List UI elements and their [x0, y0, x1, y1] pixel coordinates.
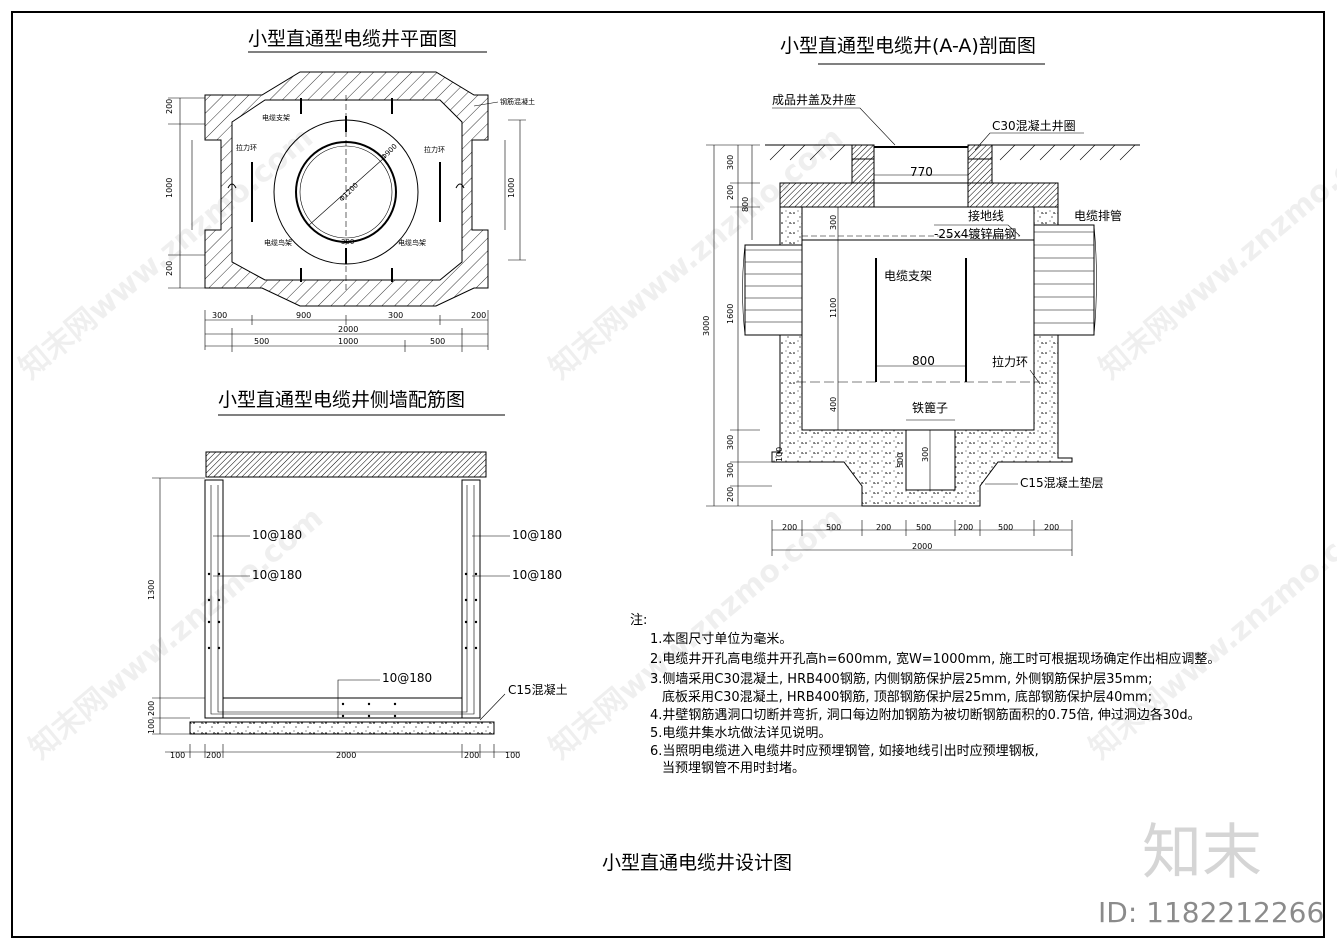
svg-text:300: 300 — [726, 463, 735, 478]
svg-text:900: 900 — [296, 311, 311, 320]
svg-text:1600: 1600 — [726, 304, 735, 324]
svg-text:底板采用C30混凝土, HRB400钢筋, 顶部钢筋保护层2: 底板采用C30混凝土, HRB400钢筋, 顶部钢筋保护层25mm, 底部钢筋保… — [662, 689, 1152, 705]
svg-text:500: 500 — [826, 523, 841, 532]
svg-text:接地线: 接地线 — [968, 208, 1004, 223]
svg-text:6.当照明电缆进入电缆井时应预埋钢管, 如接地线引出时应预埋: 6.当照明电缆进入电缆井时应预埋钢管, 如接地线引出时应预埋钢板, — [650, 743, 1039, 759]
svg-text:知末网www.znzmo.com: 知末网www.znzmo.com — [1093, 120, 1337, 386]
plan-title: 小型直通型电缆井平面图 — [248, 28, 457, 50]
svg-text:钢筋混凝土: 钢筋混凝土 — [500, 97, 535, 106]
svg-text:5.电缆井集水坑做法详见说明。: 5.电缆井集水坑做法详见说明。 — [650, 725, 831, 741]
svg-text:电缆鸟架: 电缆鸟架 — [398, 238, 426, 247]
svg-text:2000: 2000 — [338, 325, 358, 334]
svg-text:300: 300 — [726, 435, 735, 450]
svg-text:10@180: 10@180 — [512, 568, 562, 582]
svg-text:100: 100 — [505, 751, 520, 760]
svg-text:知末网www.znzmo.com: 知末网www.znzmo.com — [543, 120, 850, 386]
svg-text:500: 500 — [916, 523, 931, 532]
svg-text:100: 100 — [147, 719, 156, 734]
svg-text:200: 200 — [471, 311, 486, 320]
svg-text:200: 200 — [206, 751, 221, 760]
svg-text:200: 200 — [165, 261, 174, 276]
svg-text:注:: 注: — [630, 613, 647, 628]
svg-text:铁篦子: 铁篦子 — [912, 400, 948, 415]
svg-text:当预埋钢管不用时封堵。: 当预埋钢管不用时封堵。 — [662, 761, 805, 776]
svg-text:200: 200 — [165, 99, 174, 114]
svg-text:200: 200 — [782, 523, 797, 532]
svg-text:500: 500 — [254, 337, 269, 346]
plan-view: 小型直通型电缆井平面图 钢筋混凝土 电缆支架 拉力环 拉力环 电缆鸟架 电缆鸟架… — [165, 28, 535, 352]
svg-text:Φ1200: Φ1200 — [338, 181, 360, 203]
svg-text:成品井盖及井座: 成品井盖及井座 — [772, 92, 856, 107]
svg-text:Φ900: Φ900 — [380, 142, 399, 161]
svg-text:2.电缆井开孔高电缆井开孔高h=600mm, 宽W=1000: 2.电缆井开孔高电缆井开孔高h=600mm, 宽W=1000mm, 施工时可根据… — [650, 651, 1220, 667]
rebar-cushion — [189, 721, 495, 735]
svg-text:200: 200 — [1044, 523, 1059, 532]
watermark-id: ID: 1182212266 — [1098, 896, 1324, 929]
section-title: 小型直通型电缆井(A-A)剖面图 — [780, 35, 1036, 57]
svg-text:200: 200 — [147, 701, 156, 716]
svg-text:3.侧墙采用C30混凝土, HRB400钢筋, 内侧钢筋保护: 3.侧墙采用C30混凝土, HRB400钢筋, 内侧钢筋保护层25mm, 外侧钢… — [650, 671, 1152, 687]
svg-text:300: 300 — [341, 238, 354, 246]
svg-text:800: 800 — [912, 354, 935, 368]
cable-pipes-right — [1033, 224, 1097, 336]
rebar-view: 小型直通型电缆井侧墙配筋图 10@180 10@180 10@180 10@18… — [147, 389, 568, 760]
svg-text:300: 300 — [388, 311, 403, 320]
svg-text:300: 300 — [726, 155, 735, 170]
notes: 注: 1.本图尺寸单位为毫米。 2.电缆井开孔高电缆井开孔高h=600mm, 宽… — [630, 613, 1220, 776]
svg-text:电缆支架: 电缆支架 — [884, 269, 932, 283]
svg-text:10@180: 10@180 — [252, 528, 302, 542]
svg-text:-25x4镀锌扁钢: -25x4镀锌扁钢 — [934, 227, 1016, 241]
svg-text:C15混凝土垫层: C15混凝土垫层 — [1020, 475, 1104, 490]
svg-text:400: 400 — [829, 397, 838, 412]
svg-text:3000: 3000 — [702, 316, 711, 336]
svg-text:200: 200 — [464, 751, 479, 760]
main-title: 小型直通电缆井设计图 — [602, 852, 792, 874]
cover-seat-left — [851, 144, 875, 160]
svg-text:2000: 2000 — [912, 542, 932, 551]
svg-text:100: 100 — [170, 751, 185, 760]
svg-text:电缆鸟架: 电缆鸟架 — [264, 238, 292, 247]
svg-text:电缆排管: 电缆排管 — [1074, 208, 1122, 223]
svg-text:300: 300 — [212, 311, 227, 320]
svg-text:知末网www.znzmo.com: 知末网www.znzmo.com — [1083, 500, 1337, 766]
svg-text:300: 300 — [829, 215, 838, 230]
svg-text:10@180: 10@180 — [512, 528, 562, 542]
svg-text:2000: 2000 — [336, 751, 356, 760]
svg-text:拉力环: 拉力环 — [992, 354, 1028, 369]
svg-text:10@180: 10@180 — [252, 568, 302, 582]
svg-text:1.本图尺寸单位为毫米。: 1.本图尺寸单位为毫米。 — [650, 631, 792, 647]
svg-text:1100: 1100 — [829, 298, 838, 318]
section-view: 小型直通型电缆井(A-A)剖面图 770 — [702, 35, 1140, 556]
svg-text:4.井壁钢筋遇洞口切断并弯折, 洞口每边附加钢筋为被切断钢筋: 4.井壁钢筋遇洞口切断并弯折, 洞口每边附加钢筋为被切断钢筋面积的0.75倍, … — [650, 707, 1201, 723]
drawing-frame — [11, 11, 1325, 938]
svg-text:200: 200 — [958, 523, 973, 532]
svg-text:800: 800 — [741, 197, 750, 212]
watermark-logo: 知末 — [1142, 818, 1262, 888]
svg-text:300: 300 — [921, 447, 930, 462]
svg-text:C15混凝土: C15混凝土 — [508, 682, 568, 697]
svg-text:200: 200 — [726, 487, 735, 502]
svg-text:C30混凝土井圈: C30混凝土井圈 — [992, 118, 1076, 133]
svg-text:500: 500 — [998, 523, 1013, 532]
cover-seat-right — [967, 144, 993, 160]
svg-text:200: 200 — [726, 185, 735, 200]
svg-text:500: 500 — [896, 453, 905, 468]
svg-text:770: 770 — [910, 165, 933, 179]
svg-text:1000: 1000 — [165, 178, 174, 198]
svg-text:拉力环: 拉力环 — [236, 143, 257, 152]
svg-text:500: 500 — [430, 337, 445, 346]
svg-text:100: 100 — [775, 447, 784, 462]
rebar-top-slab — [205, 451, 487, 478]
svg-text:拉力环: 拉力环 — [424, 145, 445, 154]
svg-text:200: 200 — [876, 523, 891, 532]
svg-text:电缆支架: 电缆支架 — [262, 113, 290, 122]
svg-text:10@180: 10@180 — [382, 671, 432, 685]
svg-text:1300: 1300 — [147, 580, 156, 600]
rebar-title: 小型直通型电缆井侧墙配筋图 — [218, 389, 465, 411]
svg-text:1000: 1000 — [338, 337, 358, 346]
svg-text:1000: 1000 — [507, 178, 516, 198]
cable-pipes-left — [742, 244, 803, 336]
